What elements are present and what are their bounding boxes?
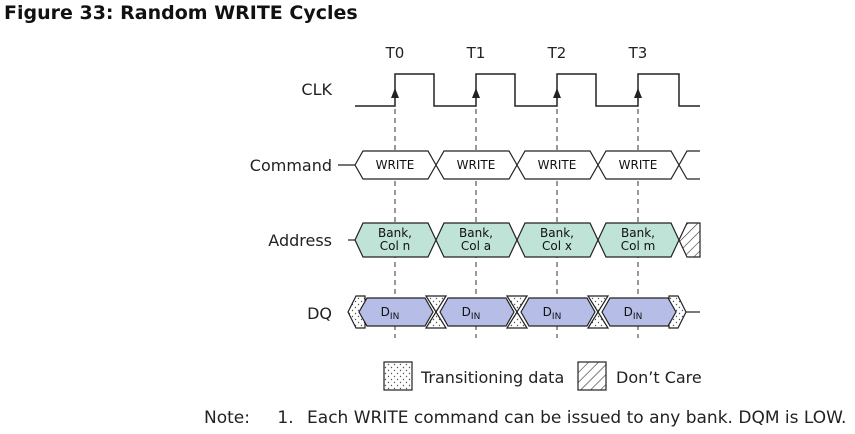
command-bus — [338, 150, 700, 180]
figure-title: Figure 33: Random WRITE Cycles — [4, 2, 358, 24]
note: Note: 1. Each WRITE command can be issue… — [204, 408, 846, 428]
dq-transition-3 — [586, 295, 610, 314]
dq-bus — [347, 295, 700, 329]
address-dont-care — [678, 222, 701, 258]
dq-transition-1 — [424, 295, 448, 314]
dq-cell-4-text: DIN — [624, 305, 643, 322]
address-cell-2-line1: Bank, — [459, 226, 493, 240]
address-cell-1-line2: Col n — [380, 239, 410, 253]
address-cell-2-line2: Col a — [461, 239, 491, 253]
dq-cell-1 — [358, 297, 434, 327]
dq-cell-3-text: DIN — [543, 305, 562, 322]
legend-transitioning-label: Transitioning data — [420, 368, 564, 387]
command-cell-3-text: WRITE — [538, 158, 577, 172]
dq-cell-1-text: DIN — [381, 305, 400, 322]
legend-transitioning-swatch — [383, 361, 413, 391]
command-label: Command — [250, 156, 332, 175]
legend: Transitioning data Don’t Care — [383, 361, 702, 391]
address-cell-4-line1: Bank, — [621, 226, 655, 240]
address-cell-3-line1: Bank, — [540, 226, 574, 240]
address-label: Address — [268, 231, 332, 250]
clk-edge-arrow-t2 — [553, 88, 561, 98]
address-bus — [348, 222, 701, 258]
dq-label: DQ — [307, 304, 332, 323]
address-cell-4-line2: Col m — [621, 239, 656, 253]
command-cell-1-text: WRITE — [376, 158, 415, 172]
dq-transition-2b — [505, 310, 529, 329]
note-text: Each WRITE command can be issued to any … — [307, 408, 847, 428]
dq-transition-2 — [505, 295, 529, 314]
dq-cell-3 — [520, 297, 596, 327]
dq-cell-2-text: DIN — [462, 305, 481, 322]
tick-label-t0: T0 — [385, 44, 405, 62]
command-cell-4-text: WRITE — [619, 158, 658, 172]
note-number: 1. — [277, 408, 294, 428]
address-cell-3-line2: Col x — [542, 239, 572, 253]
clk-edge-arrow-t1 — [472, 88, 480, 98]
address-text: Bank, Col n Bank, Col a Bank, Col x Bank… — [378, 226, 655, 253]
clk-edge-arrow-t3 — [634, 88, 642, 98]
command-cell-2-text: WRITE — [457, 158, 496, 172]
legend-dont-care-label: Don’t Care — [616, 368, 702, 387]
note-tag: Note: — [204, 408, 250, 428]
command-tail — [678, 150, 700, 180]
clk-label: CLK — [301, 80, 332, 99]
address-cell-1-line1: Bank, — [378, 226, 412, 240]
clk-edge-arrow-t0 — [391, 88, 399, 98]
tick-label-t3: T3 — [628, 44, 648, 62]
dq-transition-3b — [586, 310, 610, 329]
tick-label-t1: T1 — [466, 44, 486, 62]
tick-label-t2: T2 — [547, 44, 567, 62]
dq-cell-4 — [601, 297, 677, 327]
legend-dont-care-swatch — [577, 361, 607, 391]
dq-text: DIN DIN DIN DIN — [381, 305, 643, 322]
dq-cell-2 — [439, 297, 515, 327]
dq-transition-1b — [424, 310, 448, 329]
command-text: WRITE WRITE WRITE WRITE — [376, 158, 658, 172]
clk-waveform — [355, 73, 700, 107]
